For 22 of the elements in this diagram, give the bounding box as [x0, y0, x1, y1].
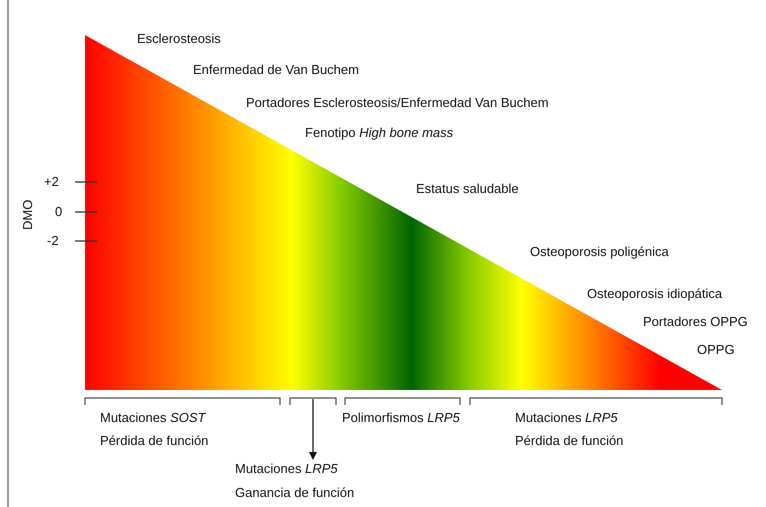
arrow — [309, 399, 317, 460]
tick-label: +2 — [44, 174, 59, 190]
condition-label: Portadores OPPG — [643, 314, 748, 330]
tick-label: -2 — [47, 233, 59, 249]
condition-label: Osteoporosis poligénica — [530, 244, 669, 260]
condition-label: Portadores Esclerosteosis/Enfermedad Van Buchem — [246, 95, 549, 111]
bracket — [289, 397, 337, 405]
gene-label: Mutaciones LRP5 — [515, 410, 618, 426]
gene-label: Polimorfismos LRP5 — [342, 410, 460, 426]
effect-label: Pérdida de función — [100, 433, 208, 449]
condition-label: Osteoporosis idiopática — [587, 286, 722, 302]
tick-label: 0 — [55, 204, 62, 220]
condition-label: Esclerosteosis — [137, 31, 221, 47]
axis-label: DMO — [20, 200, 36, 230]
gene-label: Mutaciones SOST — [100, 410, 206, 426]
condition-label: OPPG — [697, 342, 735, 358]
condition-label: Fenotipo High bone mass — [305, 125, 454, 141]
condition-label: Enfermedad de Van Buchem — [193, 62, 359, 78]
effect-label: Ganancia de función — [235, 485, 354, 501]
gene-label: Mutaciones LRP5 — [235, 461, 339, 477]
effect-label: Pérdida de función — [515, 433, 624, 449]
condition-label: Estatus saludable — [416, 181, 519, 197]
